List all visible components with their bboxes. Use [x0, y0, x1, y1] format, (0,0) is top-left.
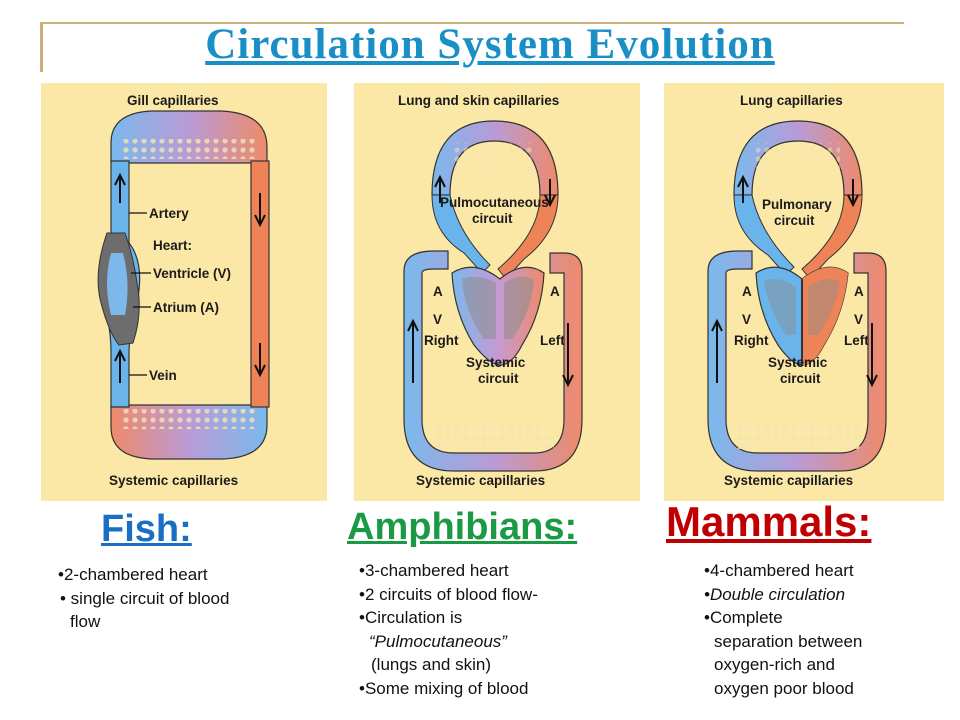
label-systemic-circuit: circuit	[780, 371, 821, 386]
label-atrium: Atrium (A)	[153, 300, 219, 315]
title-rule	[40, 22, 904, 24]
fish-bullets: •2-chambered heart • single circuit of b…	[58, 563, 229, 634]
label-atrium-left: A	[550, 284, 560, 299]
mammals-bullet-6: oxygen poor blood	[714, 678, 854, 698]
label-atrium-right: A	[742, 284, 752, 299]
label-left: Left	[540, 333, 565, 348]
label-systemic: Systemic	[768, 355, 828, 370]
label-ventricle-right: V	[742, 312, 751, 327]
amphibians-bullet-2: •2 circuits of blood flow-	[359, 584, 538, 604]
mammals-bullet-3: •Complete	[704, 608, 783, 627]
label-systemic: Systemic	[466, 355, 526, 370]
title-rule-left	[40, 22, 43, 72]
page-title: Circulation System Evolution	[205, 21, 775, 68]
mammal-diagram: Lung capillaries Pulmonary circuit A V R…	[664, 83, 944, 501]
label-systemic-circuit: circuit	[478, 371, 519, 386]
mammals-heading: Mammals:	[666, 498, 872, 545]
label-circuit-name: Pulmocutaneous	[440, 195, 549, 210]
amphibians-bullet-4: “Pulmocutaneous”	[369, 631, 507, 651]
label-ventricle: V	[433, 312, 442, 327]
mammals-bullet-1: •4-chambered heart	[704, 561, 854, 580]
artery-vessel	[250, 160, 270, 408]
amphibians-bullet-1: •3-chambered heart	[359, 561, 509, 580]
label-atrium-left: A	[854, 284, 864, 299]
systemic-loop	[403, 250, 583, 472]
amphibians-bullet-6: •Some mixing of blood	[359, 678, 529, 698]
fish-diagram: Gill capillaries Artery Heart: Ventricle…	[41, 83, 327, 501]
mammals-bullet-5: oxygen-rich and	[714, 655, 835, 674]
mammals-bullet-4: separation between	[714, 631, 863, 651]
label-systemic-capillaries: Systemic capillaries	[109, 473, 238, 488]
label-artery: Artery	[149, 206, 189, 221]
label-right: Right	[734, 333, 769, 348]
mammals-bullets: •4-chambered heart •Double circulation •…	[704, 559, 862, 700]
amphibians-bullet-3: •Circulation is	[359, 608, 463, 627]
label-ventricle-left: V	[854, 312, 863, 327]
fish-bullet-3: flow	[70, 612, 101, 631]
label-circuit-word: circuit	[472, 211, 513, 226]
label-lung-capillaries: Lung capillaries	[740, 93, 843, 108]
amphibians-bullet-5: (lungs and skin)	[371, 655, 492, 674]
label-lung-skin-capillaries: Lung and skin capillaries	[398, 93, 559, 108]
fish-heading: Fish:	[101, 508, 192, 550]
label-circuit-name: Pulmonary	[762, 197, 832, 212]
amphibians-heading: Amphibians:	[347, 506, 578, 548]
label-right: Right	[424, 333, 459, 348]
mammals-bullet-2: •Double circulation	[704, 584, 846, 604]
label-ventricle: Ventricle (V)	[153, 266, 231, 281]
amphibians-bullets: •3-chambered heart •2 circuits of blood …	[359, 559, 538, 700]
label-heart: Heart:	[153, 238, 192, 253]
label-gill-capillaries: Gill capillaries	[127, 93, 219, 108]
label-systemic-capillaries: Systemic capillaries	[724, 473, 853, 488]
label-left: Left	[844, 333, 869, 348]
label-atrium-right: A	[433, 284, 443, 299]
label-systemic-capillaries: Systemic capillaries	[416, 473, 545, 488]
fish-bullet-2: • single circuit of blood	[60, 588, 230, 608]
label-vein: Vein	[149, 368, 177, 383]
systemic-loop	[707, 250, 887, 472]
label-circuit-word: circuit	[774, 213, 815, 228]
amphibian-diagram: Lung and skin capillaries Pulmocutaneous…	[354, 83, 640, 501]
fish-bullet-1: •2-chambered heart	[58, 565, 208, 584]
